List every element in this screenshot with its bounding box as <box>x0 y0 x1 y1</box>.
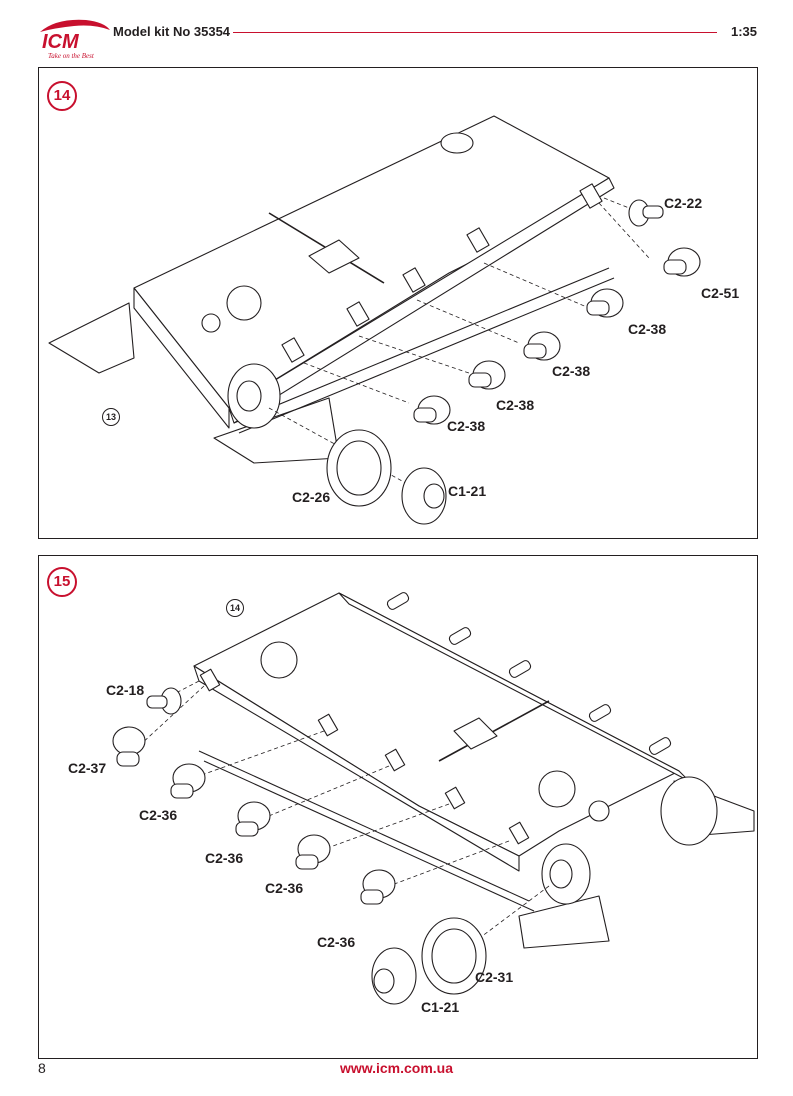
svg-text:Take on the Best: Take on the Best <box>48 52 95 60</box>
part-label-c2-36: C2-36 <box>317 934 356 950</box>
kit-number: Model kit No 35354 <box>113 24 231 39</box>
step-14-panel: 14 13 C2-22 C2-51 C2-38 C2-38 C2-38 C2-3… <box>38 67 758 539</box>
ref-step-14-badge: 14 <box>226 599 244 617</box>
step-14-hull-drawing <box>48 115 701 525</box>
part-label-c2-22: C2-22 <box>664 195 703 211</box>
part-label-c2-18: C2-18 <box>106 682 145 698</box>
scale-label: 1:35 <box>731 24 758 39</box>
page-header: ICM Take on the Best Model kit No 35354 … <box>0 0 793 60</box>
part-label-c2-36: C2-36 <box>205 850 244 866</box>
part-label-c2-38: C2-38 <box>447 418 486 434</box>
step-15-panel: 15 14 C2-18 C2-37 C2-36 C2-36 C2-36 C2-3… <box>38 555 758 1059</box>
part-label-c2-36: C2-36 <box>265 880 304 896</box>
page-number: 8 <box>38 1060 46 1076</box>
step-15-hull-drawing <box>112 592 755 1005</box>
part-label-c2-36: C2-36 <box>139 807 178 823</box>
ref-step-13-badge: 13 <box>102 408 120 426</box>
icm-logo: ICM Take on the Best <box>34 16 114 60</box>
step-15-badge: 15 <box>47 567 77 597</box>
part-label-c2-38: C2-38 <box>628 321 667 337</box>
part-label-c2-51: C2-51 <box>701 285 740 301</box>
step-14-badge: 14 <box>47 81 77 111</box>
part-label-c2-38: C2-38 <box>552 363 591 379</box>
part-label-c2-31: C2-31 <box>475 969 514 985</box>
header-rule <box>233 32 717 33</box>
website-link[interactable]: www.icm.com.ua <box>339 1060 454 1076</box>
svg-text:ICM: ICM <box>42 31 80 53</box>
part-label-c2-37: C2-37 <box>68 760 107 776</box>
part-label-c2-26: C2-26 <box>292 489 331 505</box>
part-label-c1-21: C1-21 <box>448 483 487 499</box>
part-label-c2-38: C2-38 <box>496 397 535 413</box>
part-label-c1-21: C1-21 <box>421 999 460 1015</box>
